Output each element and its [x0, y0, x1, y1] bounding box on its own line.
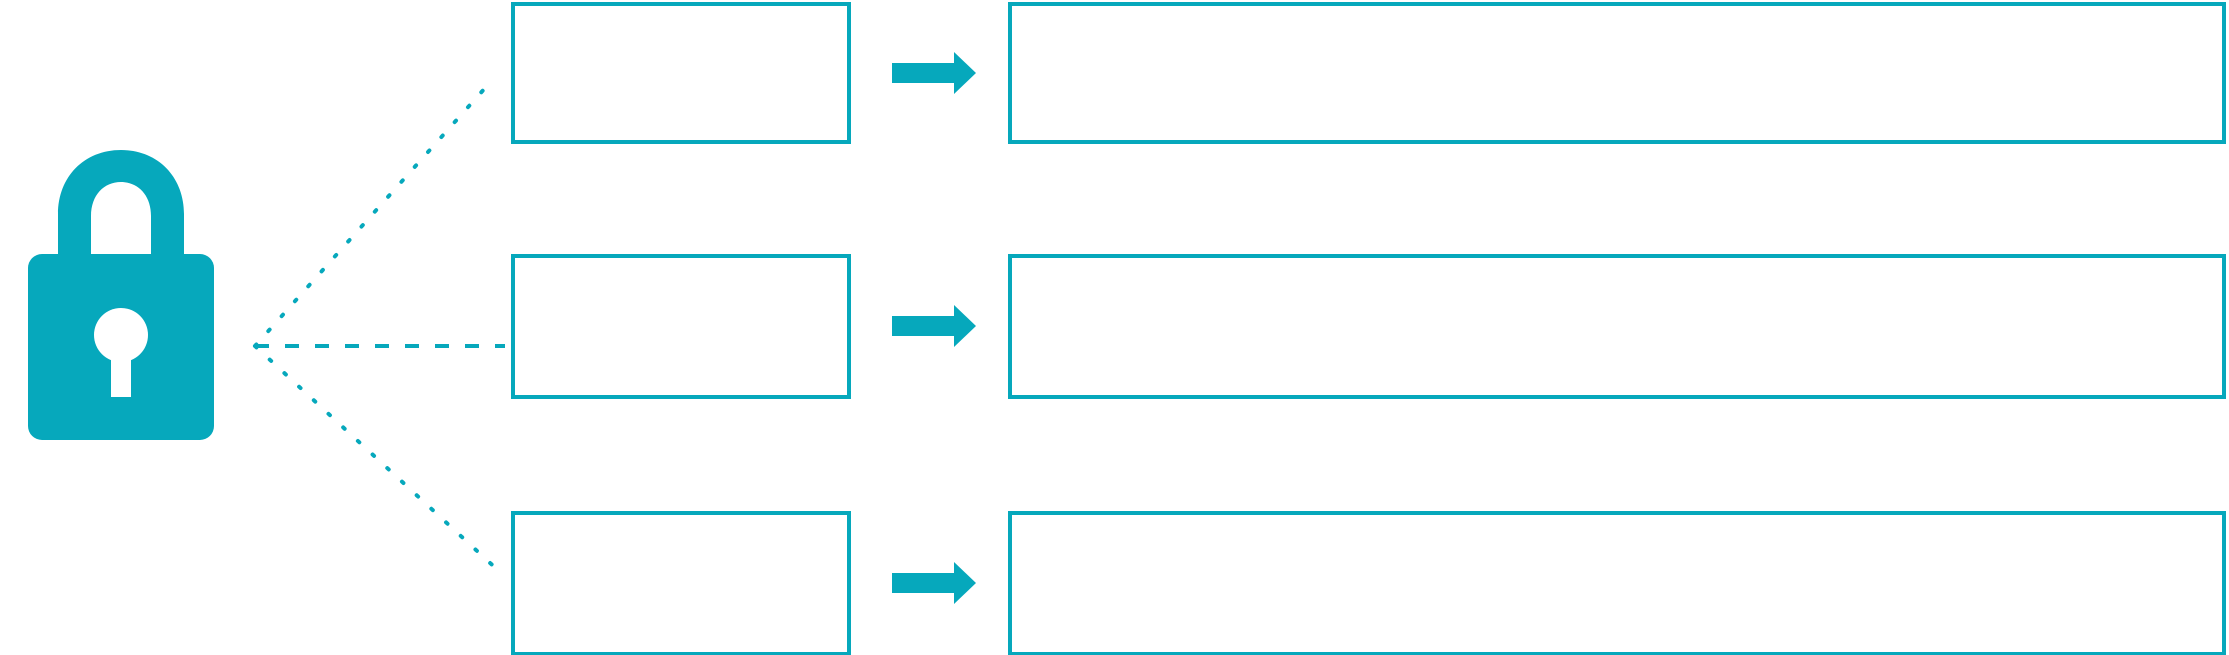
right-arrow-icon-row-3	[892, 562, 976, 604]
row-1-right-box[interactable]	[1008, 2, 2226, 144]
connector-line-to-row-3	[253, 344, 504, 576]
row-3-right-box[interactable]	[1008, 511, 2226, 655]
row-3-left-box[interactable]	[511, 511, 851, 655]
row-1-left-box[interactable]	[511, 2, 851, 144]
row-3-right-box-label	[1012, 515, 2222, 535]
row-2-right-box-label	[1012, 258, 2222, 278]
row-1-right-box-label	[1012, 6, 2222, 26]
lock-icon	[28, 150, 214, 440]
row-3-left-box-label	[515, 515, 847, 535]
row-2-right-box[interactable]	[1008, 254, 2226, 399]
row-1-left-box-label	[515, 6, 847, 26]
right-arrow-icon-row-1	[892, 52, 976, 94]
right-arrow-icon-row-2	[892, 305, 976, 347]
connector-line-to-row-1	[253, 76, 496, 348]
row-2-left-box-label	[515, 258, 847, 278]
row-2-left-box[interactable]	[511, 254, 851, 399]
